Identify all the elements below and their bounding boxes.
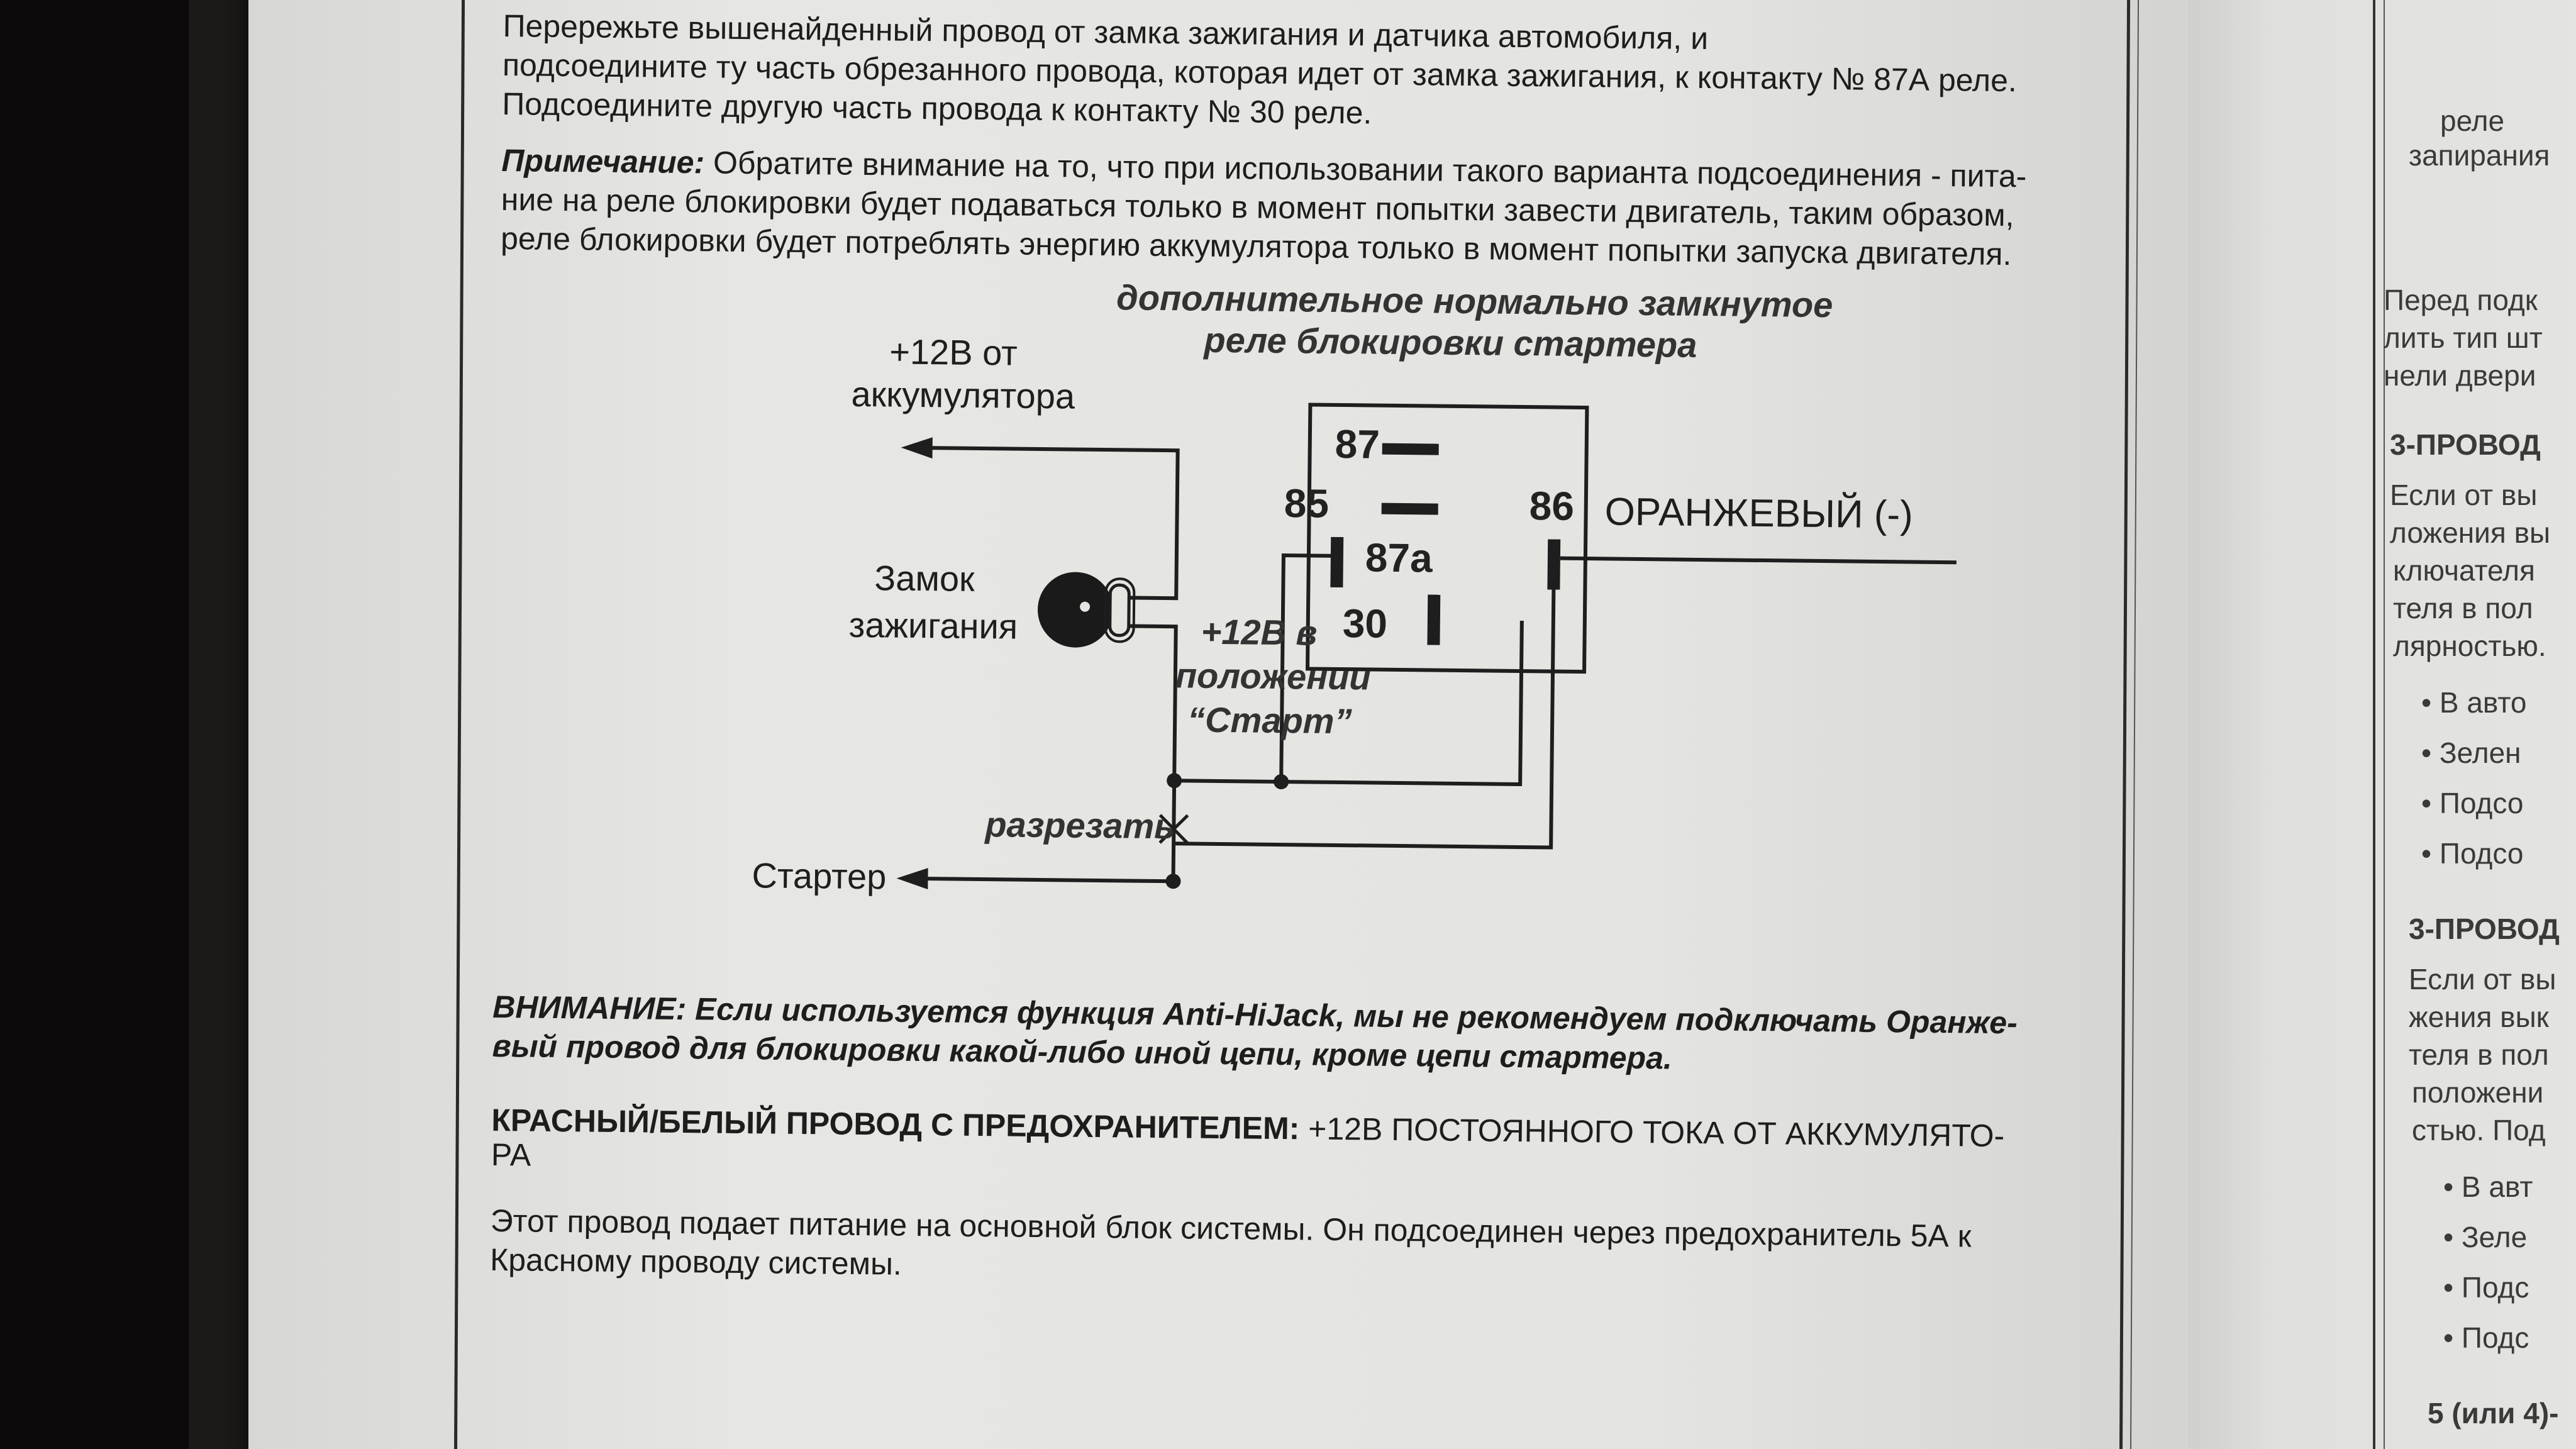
pin-85-contact — [1330, 536, 1344, 588]
pin-87a-label: 87a — [1365, 535, 1433, 581]
pin-86-contact — [1547, 539, 1561, 590]
side-p2-4: положени — [2412, 1076, 2544, 1109]
junction-dot-2 — [1274, 774, 1289, 790]
wiring-diagram: дополнительное нормально замкнутое реле … — [619, 272, 2009, 978]
side-p1-3: ключателя — [2393, 554, 2535, 587]
side-p1-1: Если от вы — [2390, 479, 2538, 511]
side-b1-3-text: Подсо — [2439, 787, 2524, 819]
side-p1-4: теля в пол — [2393, 592, 2533, 625]
ignition-label-1: Замок — [874, 558, 975, 599]
side-footer: 5 (или 4)- — [2428, 1397, 2559, 1430]
manual-page — [248, 0, 2236, 1449]
pin85-wire — [1279, 553, 1334, 782]
red-white-heading-rest: +12В ПОСТОЯННОГО ТОКА ОТ АККУМУЛЯТО- — [1307, 1111, 2005, 1154]
note-label: Примечание: — [501, 142, 705, 180]
relay-box — [1306, 402, 1589, 674]
side-b1-3: • Подсо — [2421, 787, 2524, 819]
side-b1-1-text: В авто — [2439, 686, 2527, 719]
orange-wire — [1560, 556, 1957, 565]
ignition-key-icon — [1038, 572, 1136, 648]
adjacent-page-text: реле запирания Перед подк лить тип шт не… — [2384, 94, 2576, 1449]
red-white-heading: КРАСНЫЙ/БЕЛЫЙ ПРОВОД С ПРЕДОХРАНИТЕЛЕМ: … — [491, 1101, 2004, 1155]
side-b2-4: • Подс — [2443, 1321, 2529, 1354]
relay-title-line2: реле блокировки стартера — [1204, 319, 1697, 365]
pin-30-label: 30 — [1342, 601, 1388, 647]
side-page-border — [2373, 0, 2375, 1449]
side-heading-1: 3-ПРОВОД — [2390, 428, 2541, 461]
battery-wire — [926, 446, 1180, 601]
page-content: Перережьте вышенайденный провод от замка… — [488, 6, 2113, 1445]
pin-87-label: 87 — [1335, 421, 1380, 467]
starter-label: Стартер — [752, 855, 887, 897]
start-label-3: “Старт” — [1187, 699, 1352, 741]
start-label-1: +12В в — [1201, 611, 1318, 653]
side-page-border-inner — [2384, 0, 2385, 1449]
pin-87-contact — [1382, 443, 1439, 455]
pin-85-label: 85 — [1284, 480, 1330, 526]
wiring-diagram-svg — [896, 402, 1957, 890]
side-p2-5: стью. Под — [2412, 1114, 2546, 1146]
side-intro-3: нели двери — [2384, 359, 2536, 392]
side-p2-3: теля в пол — [2409, 1038, 2549, 1071]
side-b2-3: • Подс — [2443, 1271, 2529, 1304]
pin-86-label: 86 — [1529, 483, 1575, 529]
battery-arrow-icon — [901, 437, 933, 459]
pin87a-wire — [1174, 558, 1556, 850]
starter-arrow-icon — [896, 868, 928, 890]
side-intro-2: лить тип шт — [2384, 321, 2543, 354]
battery-label-1: +12В от — [889, 331, 1018, 373]
para1-line3: Подсоедините другую часть провода к конт… — [502, 86, 1372, 131]
side-b2-1: • В авт — [2443, 1170, 2533, 1203]
start-label-2: положении — [1175, 655, 1371, 697]
cut-mark-icon — [1158, 814, 1189, 845]
red-white-body-2: Красному проводу системы. — [489, 1241, 902, 1282]
side-b2-3-text: Подс — [2461, 1271, 2529, 1304]
pin-87a-contact — [1381, 502, 1438, 515]
side-p1-2: ложения вы — [2390, 516, 2551, 549]
side-b2-2: • Зеле — [2443, 1221, 2528, 1253]
start-wire — [1125, 624, 1178, 781]
side-heading-2: 3-ПРОВОД — [2409, 913, 2560, 945]
cut-label: разрезать — [985, 804, 1175, 847]
side-intro-1: Перед подк — [2384, 284, 2538, 316]
pin30-wire — [1174, 620, 1524, 787]
side-b1-2: • Зелен — [2421, 736, 2521, 769]
side-b1-4-text: Подсо — [2439, 837, 2524, 870]
side-p1-5: лярностью. — [2393, 630, 2546, 662]
junction-dot-3 — [1165, 874, 1181, 889]
dark-background — [0, 0, 189, 1449]
ignition-label-2: зажигания — [848, 604, 1018, 647]
side-b2-4-text: Подс — [2461, 1321, 2529, 1354]
red-white-heading-line2: РА — [491, 1136, 531, 1173]
side-relay-1: реле — [2440, 104, 2505, 137]
adjacent-page — [2189, 0, 2576, 1449]
side-b1-1: • В авто — [2421, 686, 2527, 719]
side-b1-2-text: Зелен — [2439, 736, 2521, 769]
side-p2-1: Если от вы — [2409, 963, 2557, 996]
red-white-heading-bold: КРАСНЫЙ/БЕЛЫЙ ПРОВОД С ПРЕДОХРАНИТЕЛЕМ: — [491, 1102, 1300, 1146]
pin-30-contact — [1427, 594, 1441, 645]
junction-dot-1 — [1167, 773, 1182, 789]
side-b2-2-text: Зеле — [2461, 1221, 2528, 1253]
side-p2-2: жения вык — [2409, 1001, 2549, 1033]
side-relay-2: запирания — [2409, 139, 2550, 172]
battery-label-2: аккумулятора — [851, 374, 1075, 416]
relay-title-line1: дополнительное нормально замкнутое — [1116, 277, 1833, 325]
side-b1-4: • Подсо — [2421, 837, 2524, 870]
orange-wire-label: ОРАНЖЕВЫЙ (-) — [1604, 490, 1914, 537]
side-b2-1-text: В авт — [2461, 1170, 2533, 1203]
